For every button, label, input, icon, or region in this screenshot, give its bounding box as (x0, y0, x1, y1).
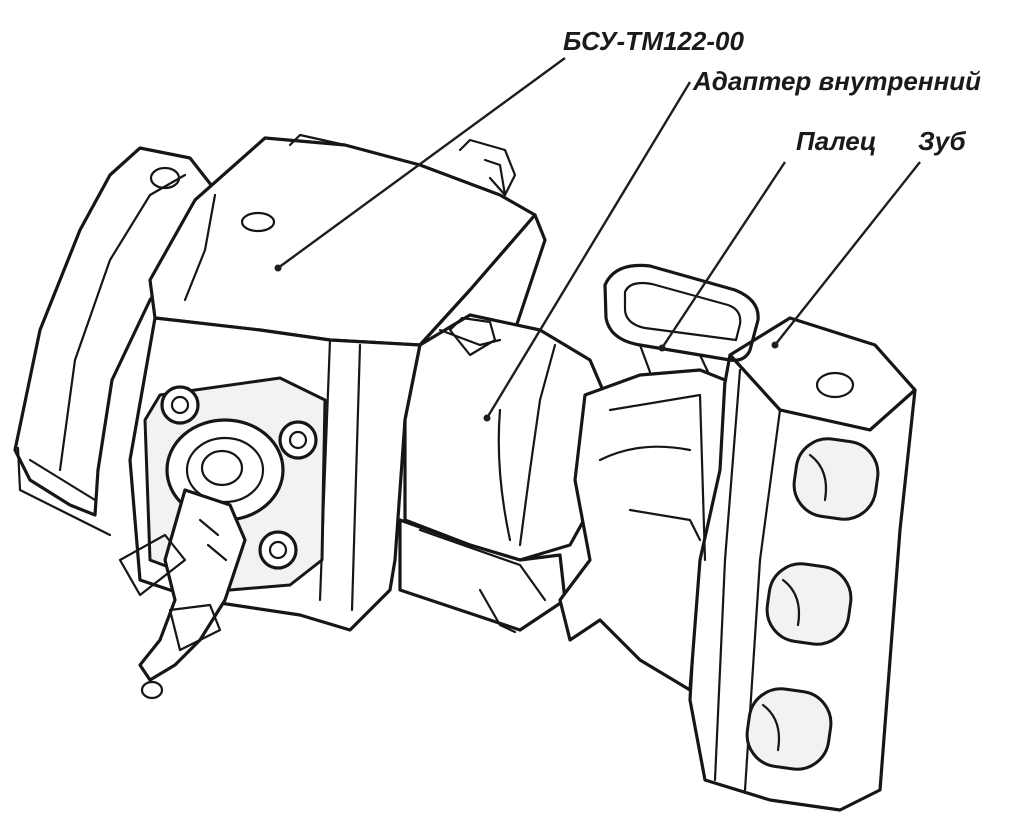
front-plate (143, 376, 327, 592)
leader-lines (274, 57, 921, 422)
bolt-icon (160, 385, 200, 425)
leader-tooth (774, 161, 921, 346)
label-pin: Палец (796, 126, 877, 156)
bolt-icon (258, 530, 298, 570)
label-adapter: Адаптер внутренний (692, 66, 981, 96)
leader-pin (660, 161, 787, 349)
bolt-icon (278, 420, 318, 460)
output-shaft (118, 488, 247, 700)
inner-adapter (398, 313, 607, 634)
pin-bracket (558, 263, 760, 692)
leader-adapter (485, 81, 692, 419)
tooth-block (688, 316, 917, 812)
label-bsu: БСУ-ТМ122-00 (563, 26, 744, 56)
leader-bsu (277, 57, 566, 269)
label-tooth: Зуб (918, 126, 966, 156)
